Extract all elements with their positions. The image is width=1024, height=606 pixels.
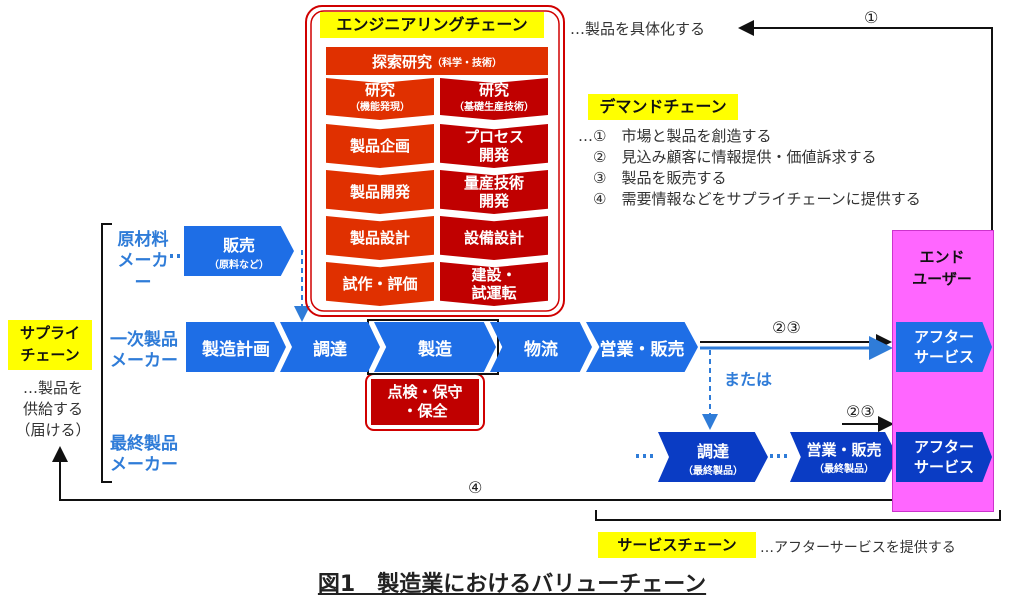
final-procurement: 調達 （最終製品） <box>658 432 768 482</box>
arrow-4-label: ④ <box>468 478 483 497</box>
step-logistics: 物流 <box>490 322 592 372</box>
explore-research-label: 探索研究 <box>371 52 432 71</box>
inspection-maintenance: 点検・保守 ・保全 <box>371 379 479 425</box>
raw-sales-sub: （原料など） <box>209 259 269 271</box>
engineering-right-column-item-2: プロセス 開発 <box>440 124 548 168</box>
final-procurement-sub: （最終製品） <box>683 465 743 477</box>
service-chain-title: サービスチェーン <box>598 532 756 558</box>
engineering-left-column-item-2: 製品企画 <box>326 124 434 168</box>
engineering-right-column-item-4-label: 設備設計 <box>463 229 524 247</box>
demand-item-3: ③ 製品を販売する <box>578 169 727 187</box>
engineering-left-column-item-5: 試作・評価 <box>326 262 434 306</box>
supply-chain-title: サプライ チェーン <box>8 320 92 370</box>
final-product-maker: 最終製品 メーカー <box>110 434 178 476</box>
final-sales: 営業・販売 （最終製品） <box>790 432 898 482</box>
step-manufacturing-plan: 製造計画 <box>186 322 286 372</box>
supply-bracket <box>101 223 112 483</box>
explore-research-sub: （科学・技術） <box>432 57 502 69</box>
engineering-chain-title: エンジニアリングチェーン <box>320 12 544 38</box>
engineering-left-column-item-1-label: 研究 <box>364 81 395 99</box>
arrow-1-label: ① <box>864 8 879 27</box>
demand-chain-list: …① 市場と製品を創造する ② 見込み顧客に情報提供・価値訴求する ③ 製品を販… <box>578 126 921 210</box>
engineering-left-column-item-2-label: 製品企画 <box>349 137 410 155</box>
engineering-left-column-item-5-label: 試作・評価 <box>342 275 418 293</box>
engineering-left-column-item-1-sub: （機能発現） <box>350 102 410 113</box>
service-chain-note: …アフターサービスを提供する <box>760 540 956 556</box>
demand-chain-title: デマンドチェーン <box>588 94 738 120</box>
or-label: または <box>724 370 773 389</box>
service-bracket <box>595 510 1001 521</box>
arrow-1 <box>738 20 993 230</box>
final-sales-label: 営業・販売 <box>806 441 882 459</box>
engineering-left-column-item-3: 製品開発 <box>326 170 434 214</box>
final-procurement-label: 調達 <box>696 441 729 461</box>
step-procurement: 調達 <box>280 322 380 372</box>
engineering-right-column-item-3-label: 量産技術 開発 <box>463 174 524 210</box>
engineering-right-column-item-3: 量産技術 開発 <box>440 170 548 214</box>
raw-sales-label: 販売 <box>222 235 255 255</box>
raw-sales-chevron: 販売 （原料など） <box>184 226 294 276</box>
engineering-left-column-item-1: 研究 （機能発現） <box>326 78 434 120</box>
engineering-right-column-item-5: 建設・ 試運転 <box>440 262 548 306</box>
engineering-right-column-item-5-label: 建設・ 試運転 <box>471 266 517 302</box>
engineering-left-column-item-4-label: 製品設計 <box>349 229 410 247</box>
step-manufacturing: 製造 <box>374 322 496 372</box>
arrow-4 <box>52 446 892 501</box>
engineering-frame <box>305 5 565 317</box>
engineering-right-column-item-4: 設備設計 <box>440 216 548 260</box>
engineering-chain-note: …製品を具体化する <box>570 20 706 38</box>
arrow-23-bottom-label: ②③ <box>846 402 875 421</box>
engineering-right-column-item-2-label: プロセス 開発 <box>463 128 524 164</box>
engineering-right-column-item-1: 研究 （基礎生産技術） <box>440 78 548 120</box>
end-user-title: エンド ユーザー <box>912 248 972 288</box>
after-service-1: アフター サービス <box>896 322 992 372</box>
arrow-23-top-label: ②③ <box>772 318 801 337</box>
engineering-left-column-item-3-label: 製品開発 <box>349 183 410 201</box>
demand-item-2: ② 見込み顧客に情報提供・価値訴求する <box>578 148 877 166</box>
after-service-2: アフター サービス <box>896 432 992 482</box>
demand-item-4: ④ 需要情報などをサプライチェーンに提供する <box>578 190 921 208</box>
figure-caption: 図1 製造業におけるバリューチェーン <box>317 572 707 597</box>
step-sales: 営業・販売 <box>586 322 698 372</box>
explore-research: 探索研究 （科学・技術） <box>326 47 548 75</box>
raw-material-maker: 原材料 メーカー <box>117 230 169 293</box>
demand-item-1: …① 市場と製品を創造する <box>578 127 772 145</box>
engineering-right-column-item-1-label: 研究 <box>478 81 509 99</box>
primary-product-maker: 一次製品 メーカー <box>110 330 178 372</box>
engineering-right-column-item-1-sub: （基礎生産技術） <box>454 102 534 113</box>
supply-chain-note: …製品を 供給する （届ける） <box>15 379 91 439</box>
final-sales-sub: （最終製品） <box>814 464 874 475</box>
engineering-left-column-item-4: 製品設計 <box>326 216 434 260</box>
